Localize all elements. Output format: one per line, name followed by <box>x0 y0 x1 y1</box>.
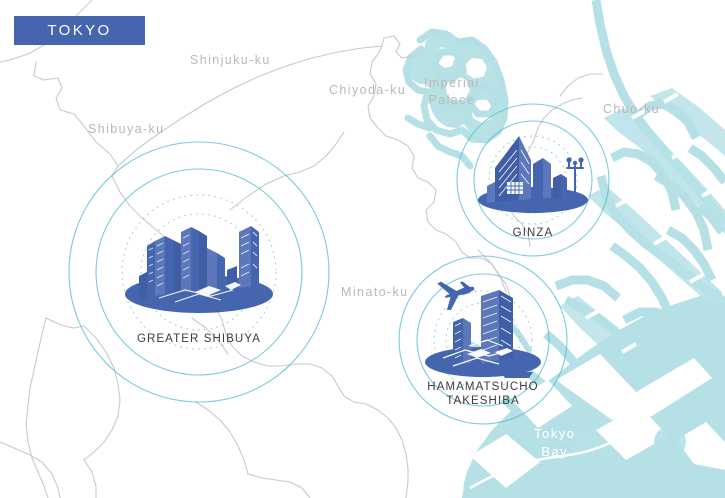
water-layer <box>402 0 725 498</box>
city-badge: TOKYO <box>14 16 145 45</box>
hub-caption-greater-shibuya: GREATER SHIBUYA <box>136 333 262 345</box>
hub-rings-layer <box>68 103 610 425</box>
ginza-art <box>478 136 588 213</box>
hub-caption-hamamatsucho-takeshiba: HAMAMATSUCHO TAKESHIBA <box>427 381 539 407</box>
ward-boundaries <box>0 0 603 498</box>
hamamatsucho-takeshiba-art <box>425 281 541 378</box>
shore-line <box>469 440 613 490</box>
greater-shibuya-art <box>125 226 273 313</box>
hub-rings-greater-shibuya <box>68 141 330 403</box>
hub-caption-ginza: GINZA <box>512 227 554 239</box>
city-badge-label: TOKYO <box>47 22 112 39</box>
